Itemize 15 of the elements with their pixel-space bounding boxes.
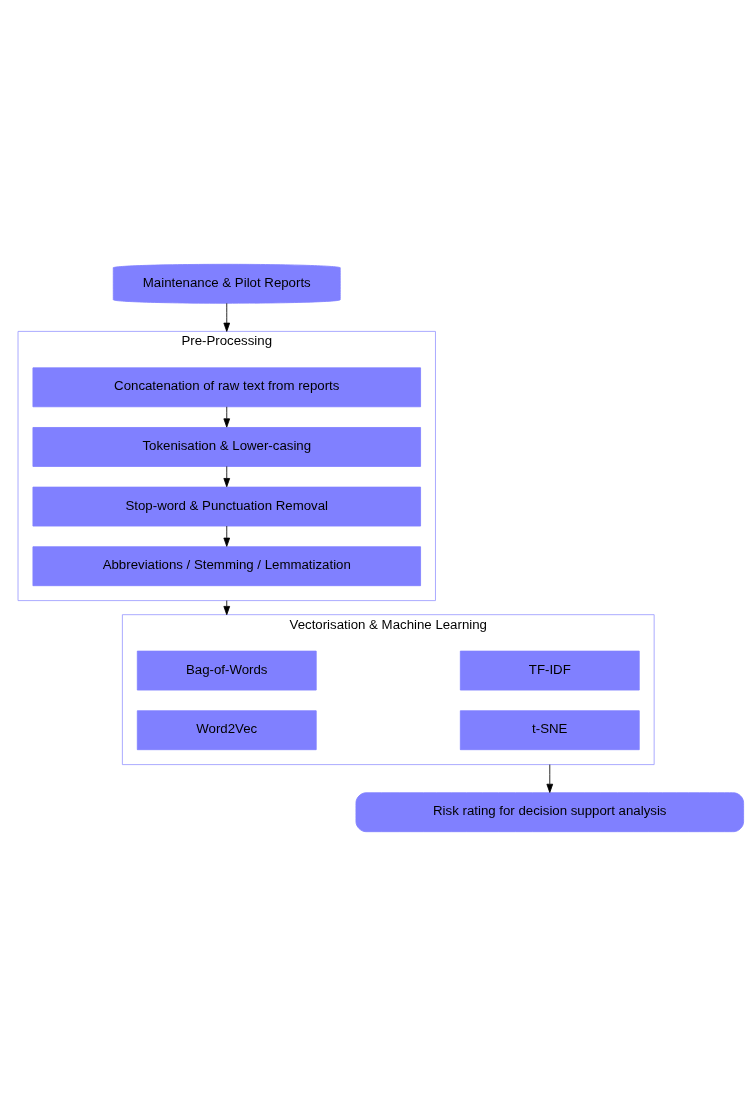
node-box: Stop-word & Punctuation Removal bbox=[32, 486, 421, 526]
arrow bbox=[223, 405, 231, 427]
node-box: t-SNE bbox=[459, 709, 640, 750]
arrow bbox=[223, 525, 231, 547]
node-box: TF-IDF bbox=[459, 650, 640, 690]
node-box: Bag-of-Words bbox=[136, 650, 317, 690]
node-box: Word2Vec bbox=[136, 709, 317, 750]
arrow bbox=[223, 465, 231, 487]
arrow bbox=[223, 599, 231, 615]
arrow bbox=[223, 302, 231, 332]
arrow bbox=[546, 763, 554, 793]
node-box: Tokenisation & Lower-casing bbox=[32, 426, 421, 467]
node-box: Abbreviations / Stemming / Lemmatization bbox=[32, 545, 421, 586]
node-box: Risk rating for decision support analysis bbox=[355, 791, 744, 832]
node-box: Concatenation of raw text from reports bbox=[32, 366, 421, 407]
